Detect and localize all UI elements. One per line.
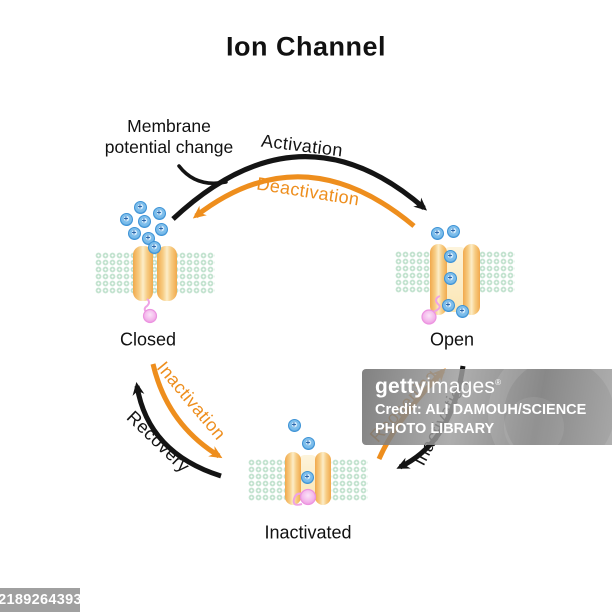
ion-plus: +	[147, 240, 161, 254]
closed-channel-protein	[133, 246, 177, 301]
channel-subunit	[133, 246, 153, 301]
state-label-open: Open	[429, 329, 475, 350]
recovery-arrow	[132, 382, 222, 479]
image-id-watermark: 2189264393	[0, 588, 82, 612]
ion-plus: +	[301, 436, 315, 450]
getty-brand: gettyimages®	[375, 375, 502, 398]
channel-subunit	[157, 246, 177, 301]
channel-subunit	[285, 452, 301, 505]
ion-plus: +	[455, 304, 469, 318]
channel-subunit	[315, 452, 331, 505]
closed-inactivation-ball	[142, 308, 158, 324]
state-label-inactivated: Inactivated	[264, 522, 352, 543]
inactivation-left-arrow	[150, 363, 223, 459]
ion-plus: +	[137, 214, 151, 228]
open-ball-chain	[432, 295, 441, 313]
getty-swirl-icon	[488, 369, 612, 445]
ion-plus: +	[430, 226, 444, 240]
ion-plus: +	[152, 206, 166, 220]
getty-swirl-icon	[504, 397, 564, 445]
getty-credit: Credit: ALI DAMOUH/SCIENCE PHOTO LIBRARY	[375, 402, 587, 437]
ion-plus: +	[443, 271, 457, 285]
ion-plus: +	[441, 298, 455, 312]
ion-plus: +	[133, 200, 147, 214]
ion-plus: +	[287, 418, 301, 432]
open-inactivation-ball	[421, 309, 437, 325]
ion-plus: +	[446, 224, 460, 238]
closed-membrane	[95, 252, 215, 294]
ion-plus: +	[127, 226, 141, 240]
ion-plus: +	[119, 212, 133, 226]
membrane-potential-label: Membrane potential change	[104, 116, 234, 157]
ion-plus: +	[300, 470, 314, 484]
page-title: Ion Channel	[226, 31, 386, 62]
ion-plus: +	[154, 222, 168, 236]
inactivated-ball-chain	[292, 492, 304, 506]
deactivation-arrow	[192, 174, 416, 228]
getty-watermark: gettyimages® Credit: ALI DAMOUH/SCIENCE …	[362, 369, 612, 445]
channel-subunit	[430, 244, 447, 315]
channel-subunit	[463, 244, 480, 315]
activation-arrow	[171, 154, 428, 221]
state-label-closed: Closed	[119, 329, 177, 350]
ion-plus: +	[443, 249, 457, 263]
inactivated-plug-ball	[299, 488, 317, 506]
